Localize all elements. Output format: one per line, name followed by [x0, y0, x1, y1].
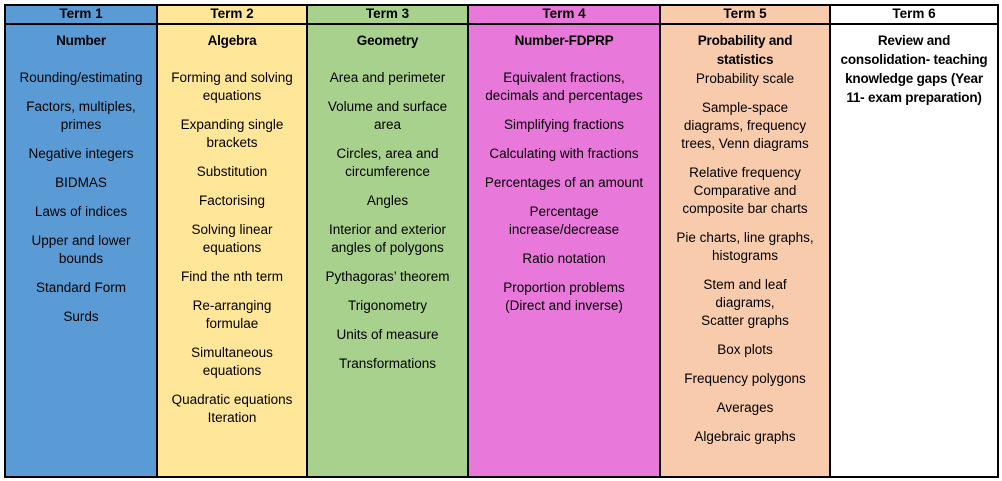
term-5-header: Term 5 — [661, 6, 829, 25]
topic-item: Negative integers — [28, 146, 134, 161]
term-1-subject: Number — [56, 33, 106, 48]
term-4-header: Term 4 — [469, 6, 659, 25]
topic-item: Rounding/estimating — [19, 70, 143, 85]
topic-item: Pie charts, line graphs, histograms — [676, 230, 814, 263]
term-4-body: Number-FDPRP Equivalent fractions, decim… — [469, 25, 659, 476]
topic-item: Averages — [716, 400, 774, 415]
topic-item: BIDMAS — [55, 175, 107, 190]
topic-item: Calculating with fractions — [489, 146, 639, 161]
term-5-subject: Probability and statistics — [697, 33, 793, 67]
term-4-topic-list: Equivalent fractions, decimals and perce… — [471, 69, 657, 315]
term-6-header-label: Term 6 — [892, 6, 936, 21]
topic-item: Quadratic equations Iteration — [171, 392, 293, 425]
topic-item: Substitution — [196, 164, 268, 179]
term-4-subject: Number-FDPRP — [514, 33, 614, 48]
term-2-column: Term 2 Algebra Forming and solving equat… — [158, 6, 308, 476]
topic-item: Simultaneous equations — [191, 345, 273, 378]
topic-item: Surds — [63, 309, 99, 324]
topic-item: Box plots — [717, 342, 773, 357]
term-6-column: Term 6 Review and consolidation- teachin… — [831, 6, 997, 476]
topic-item: Ratio notation — [522, 251, 606, 266]
term-6-subject: Review and consolidation- teaching knowl… — [840, 33, 988, 105]
term-1-header-label: Term 1 — [59, 6, 103, 21]
term-3-header-label: Term 3 — [365, 6, 410, 21]
topic-item: Interior and exterior angles of polygons — [328, 222, 447, 255]
topic-item: Algebraic graphs — [694, 429, 796, 444]
topic-item: Simplifying fractions — [503, 117, 625, 132]
topic-item: Probability scale — [695, 71, 795, 86]
topic-item: Units of measure — [336, 327, 439, 342]
term-4-header-label: Term 4 — [542, 6, 586, 21]
topic-item: Standard Form — [35, 280, 127, 295]
topic-item: Re-arranging formulae — [192, 298, 272, 331]
term-2-header-label: Term 2 — [210, 6, 254, 21]
term-5-column: Term 5 Probability and statistics Probab… — [661, 6, 831, 476]
topic-item: Percentage increase/decrease — [508, 204, 620, 237]
term-5-body: Probability and statistics Probability s… — [661, 25, 829, 476]
term-1-header: Term 1 — [6, 6, 156, 25]
term-4-column: Term 4 Number-FDPRP Equivalent fractions… — [469, 6, 661, 476]
topic-item: Solving linear equations — [191, 222, 273, 255]
topic-item: Frequency polygons — [684, 371, 806, 386]
topic-item: Expanding single brackets — [180, 117, 284, 150]
topic-item: Pythagoras’ theorem — [325, 269, 450, 284]
topic-item: Upper and lower bounds — [31, 233, 131, 266]
term-6-header: Term 6 — [831, 6, 997, 25]
term-2-header: Term 2 — [158, 6, 306, 25]
topic-item: Transformations — [338, 356, 437, 371]
term-3-subject: Geometry — [356, 33, 419, 48]
topic-item: Equivalent fractions, decimals and perce… — [485, 70, 643, 103]
term-5-header-label: Term 5 — [723, 6, 767, 21]
topic-item: Sample-space diagrams, frequency trees, … — [681, 100, 809, 151]
topic-item: Trigonometry — [347, 298, 428, 313]
term-6-body: Review and consolidation- teaching knowl… — [831, 25, 997, 476]
topic-item: Angles — [366, 193, 409, 208]
topic-item: Percentages of an amount — [484, 175, 644, 190]
topic-item: Find the nth term — [180, 269, 284, 284]
topic-item: Factors, multiples, primes — [26, 99, 136, 132]
term-2-subject: Algebra — [207, 33, 257, 48]
topic-item: Volume and surface area — [327, 99, 448, 132]
topic-item: Factorising — [198, 193, 266, 208]
term-3-header: Term 3 — [308, 6, 467, 25]
topic-item: Relative frequency Comparative and compo… — [682, 165, 808, 216]
topic-item: Circles, area and circumference — [336, 146, 439, 179]
topic-item: Stem and leaf diagrams, Scatter graphs — [701, 277, 789, 328]
topic-item: Area and perimeter — [329, 70, 446, 85]
topic-item: Laws of indices — [34, 204, 128, 219]
topic-item: Proportion problems (Direct and inverse) — [503, 280, 625, 313]
topic-item: Forming and solving equations — [171, 70, 293, 103]
